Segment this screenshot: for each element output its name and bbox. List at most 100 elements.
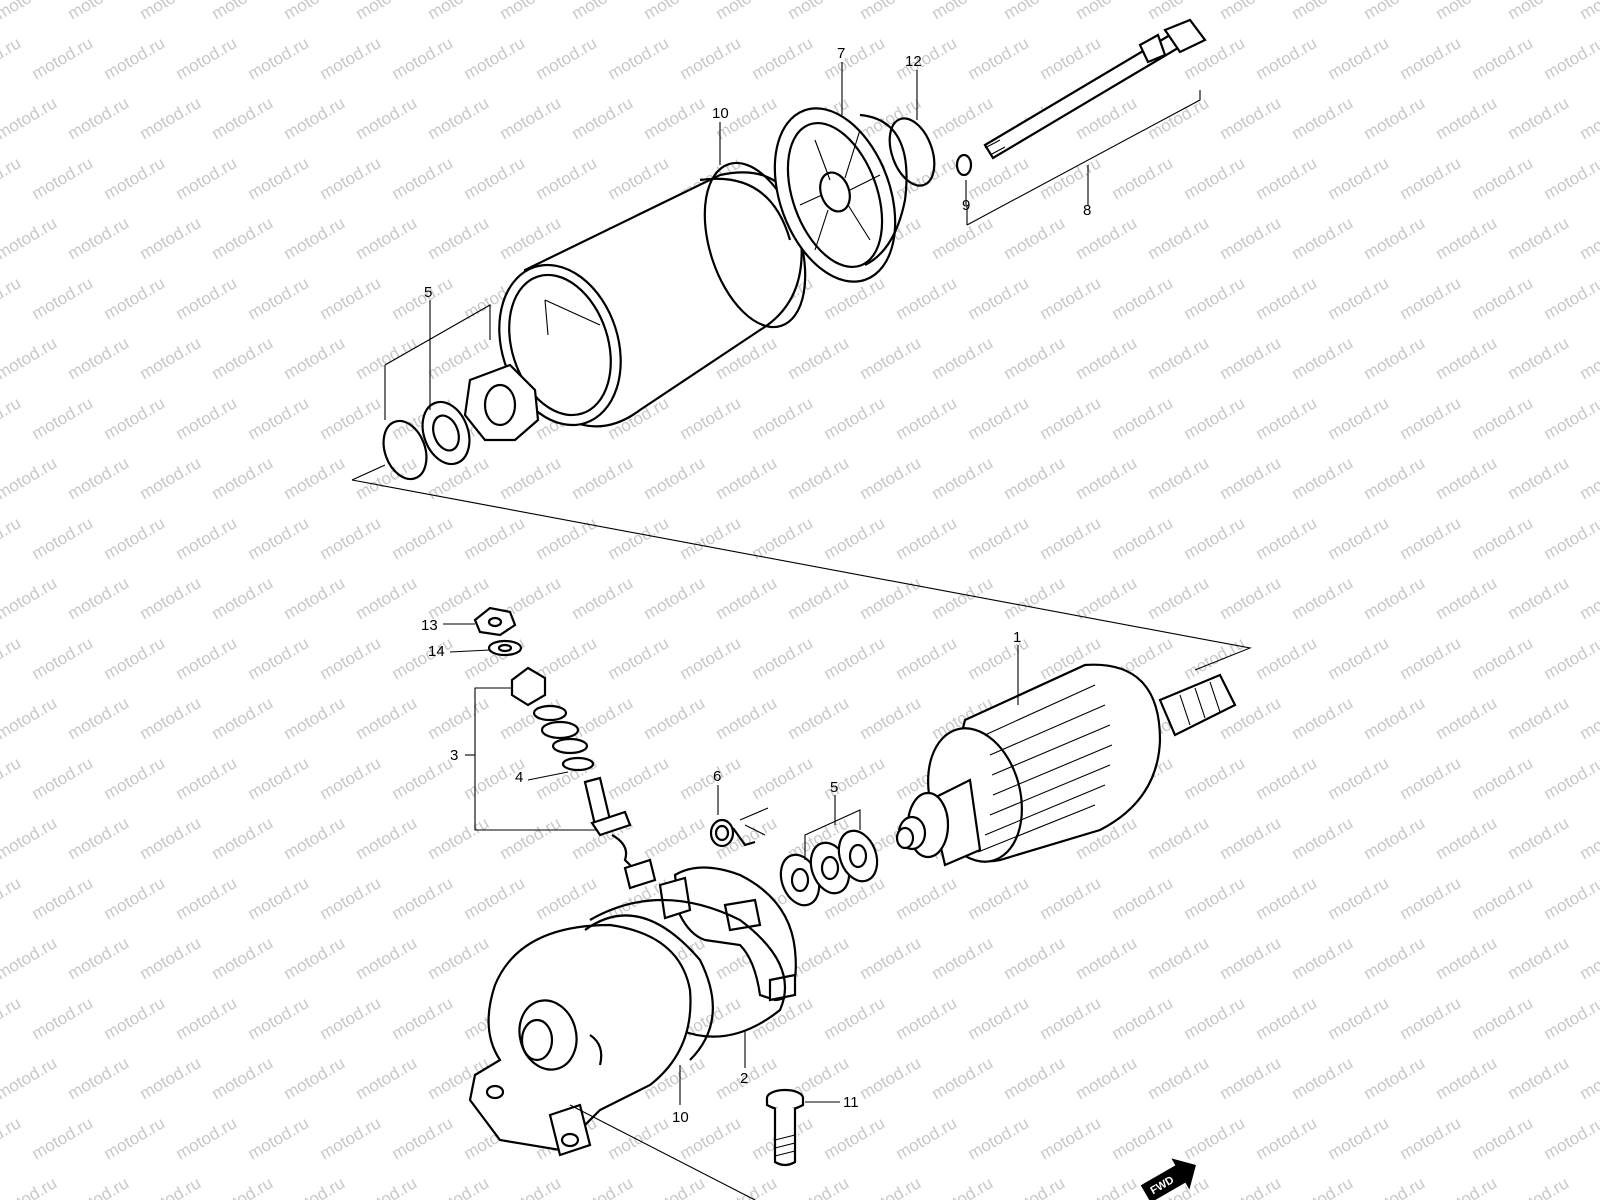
- watermark-text: motod.ru: [1289, 93, 1357, 143]
- watermark-text: motod.ru: [425, 213, 493, 263]
- watermark-text: motod.ru: [1217, 813, 1285, 863]
- watermark-text: motod.ru: [785, 333, 853, 383]
- watermark-text: motod.ru: [173, 633, 241, 683]
- watermark-text: motod.ru: [785, 0, 853, 23]
- watermark-text: motod.ru: [1577, 813, 1600, 863]
- watermark-text: motod.ru: [29, 393, 97, 443]
- watermark-text: motod.ru: [1145, 573, 1213, 623]
- watermark-text: motod.ru: [1541, 513, 1600, 563]
- watermark-text: motod.ru: [1289, 573, 1357, 623]
- watermark-text: motod.ru: [101, 393, 169, 443]
- watermark-text: motod.ru: [1217, 1053, 1285, 1103]
- watermark-text: motod.ru: [353, 693, 421, 743]
- watermark-text: motod.ru: [137, 933, 205, 983]
- watermark-text: motod.ru: [533, 153, 601, 203]
- watermark-text: motod.ru: [1289, 1173, 1357, 1200]
- watermark-text: motod.ru: [929, 213, 997, 263]
- watermark-text: motod.ru: [353, 1053, 421, 1103]
- watermark-text: motod.ru: [1289, 0, 1357, 23]
- watermark-text: motod.ru: [101, 513, 169, 563]
- watermark-text: motod.ru: [209, 213, 277, 263]
- watermark-text: motod.ru: [569, 693, 637, 743]
- watermark-text: motod.ru: [1073, 1053, 1141, 1103]
- watermark-text: motod.ru: [461, 873, 529, 923]
- watermark-text: motod.ru: [1181, 753, 1249, 803]
- watermark-text: motod.ru: [821, 393, 889, 443]
- watermark-text: motod.ru: [281, 453, 349, 503]
- armature: [895, 663, 1237, 867]
- watermark-text: motod.ru: [857, 0, 925, 23]
- watermark-text: motod.ru: [1433, 1173, 1501, 1200]
- watermark-text: motod.ru: [1073, 1173, 1141, 1200]
- watermark-text: motod.ru: [1469, 1113, 1537, 1163]
- watermark-text: motod.ru: [1037, 153, 1105, 203]
- watermark-text: motod.ru: [137, 0, 205, 23]
- watermark-text: motod.ru: [0, 1173, 60, 1200]
- watermark-text: motod.ru: [1361, 573, 1429, 623]
- watermark-text: motod.ru: [101, 273, 169, 323]
- watermark-text: motod.ru: [0, 273, 24, 323]
- watermark-text: motod.ru: [209, 333, 277, 383]
- watermark-text: motod.ru: [245, 393, 313, 443]
- watermark-text: motod.ru: [1505, 693, 1573, 743]
- washer-group-top: [382, 363, 540, 481]
- watermark-text: motod.ru: [965, 873, 1033, 923]
- watermark-text: motod.ru: [317, 753, 385, 803]
- alignment-line: [351, 464, 1252, 671]
- watermark-text: motod.ru: [1361, 213, 1429, 263]
- watermark-text: motod.ru: [785, 573, 853, 623]
- watermark-text: motod.ru: [0, 633, 24, 683]
- watermark-text: motod.ru: [0, 753, 24, 803]
- watermark-text: motod.ru: [65, 453, 133, 503]
- watermark-text: motod.ru: [857, 1173, 925, 1200]
- callout-12: 12: [905, 53, 922, 70]
- watermark-text: motod.ru: [461, 33, 529, 83]
- watermark-text: motod.ru: [1541, 873, 1600, 923]
- watermark-text: motod.ru: [245, 513, 313, 563]
- watermark-text: motod.ru: [317, 873, 385, 923]
- watermark-text: motod.ru: [1397, 33, 1465, 83]
- watermark-text: motod.ru: [245, 873, 313, 923]
- watermark-text: motod.ru: [1505, 453, 1573, 503]
- watermark-text: motod.ru: [1433, 0, 1501, 23]
- watermark-text: motod.ru: [65, 333, 133, 383]
- watermark-text: motod.ru: [209, 933, 277, 983]
- watermark-text: motod.ru: [245, 1113, 313, 1163]
- watermark-text: motod.ru: [1361, 1173, 1429, 1200]
- watermark-text: motod.ru: [101, 753, 169, 803]
- watermark-text: motod.ru: [1541, 153, 1600, 203]
- watermark-text: motod.ru: [317, 633, 385, 683]
- watermark-text: motod.ru: [101, 153, 169, 203]
- watermark-text: motod.ru: [101, 33, 169, 83]
- watermark-text: motod.ru: [281, 93, 349, 143]
- watermark-text: motod.ru: [1325, 153, 1393, 203]
- watermark-text: motod.ru: [137, 573, 205, 623]
- watermark-text: motod.ru: [0, 513, 24, 563]
- watermark-text: motod.ru: [1001, 1053, 1069, 1103]
- watermark-text: motod.ru: [209, 693, 277, 743]
- watermark-text: motod.ru: [29, 513, 97, 563]
- watermark-text: motod.ru: [1361, 333, 1429, 383]
- callout-5-mid: 5: [830, 779, 838, 796]
- watermark-text: motod.ru: [281, 573, 349, 623]
- watermark-text: motod.ru: [0, 453, 60, 503]
- watermark-text: motod.ru: [137, 1173, 205, 1200]
- callout-6: 6: [713, 768, 721, 785]
- watermark-text: motod.ru: [497, 0, 565, 23]
- watermark-text: motod.ru: [1253, 393, 1321, 443]
- watermark-text: motod.ru: [1073, 333, 1141, 383]
- watermark-text: motod.ru: [65, 0, 133, 23]
- watermark-text: motod.ru: [317, 393, 385, 443]
- watermark-text: motod.ru: [1541, 993, 1600, 1043]
- watermark-text: motod.ru: [1181, 873, 1249, 923]
- watermark-text: motod.ru: [1325, 1113, 1393, 1163]
- watermark-text: motod.ru: [677, 753, 745, 803]
- watermark-text: motod.ru: [1145, 93, 1213, 143]
- watermark-text: motod.ru: [1253, 273, 1321, 323]
- watermark-text: motod.ru: [0, 813, 60, 863]
- watermark-text: motod.ru: [1109, 273, 1177, 323]
- washer-9: [955, 153, 973, 177]
- watermark-text: motod.ru: [821, 993, 889, 1043]
- watermark-text: motod.ru: [1217, 0, 1285, 23]
- watermark-text: motod.ru: [101, 1113, 169, 1163]
